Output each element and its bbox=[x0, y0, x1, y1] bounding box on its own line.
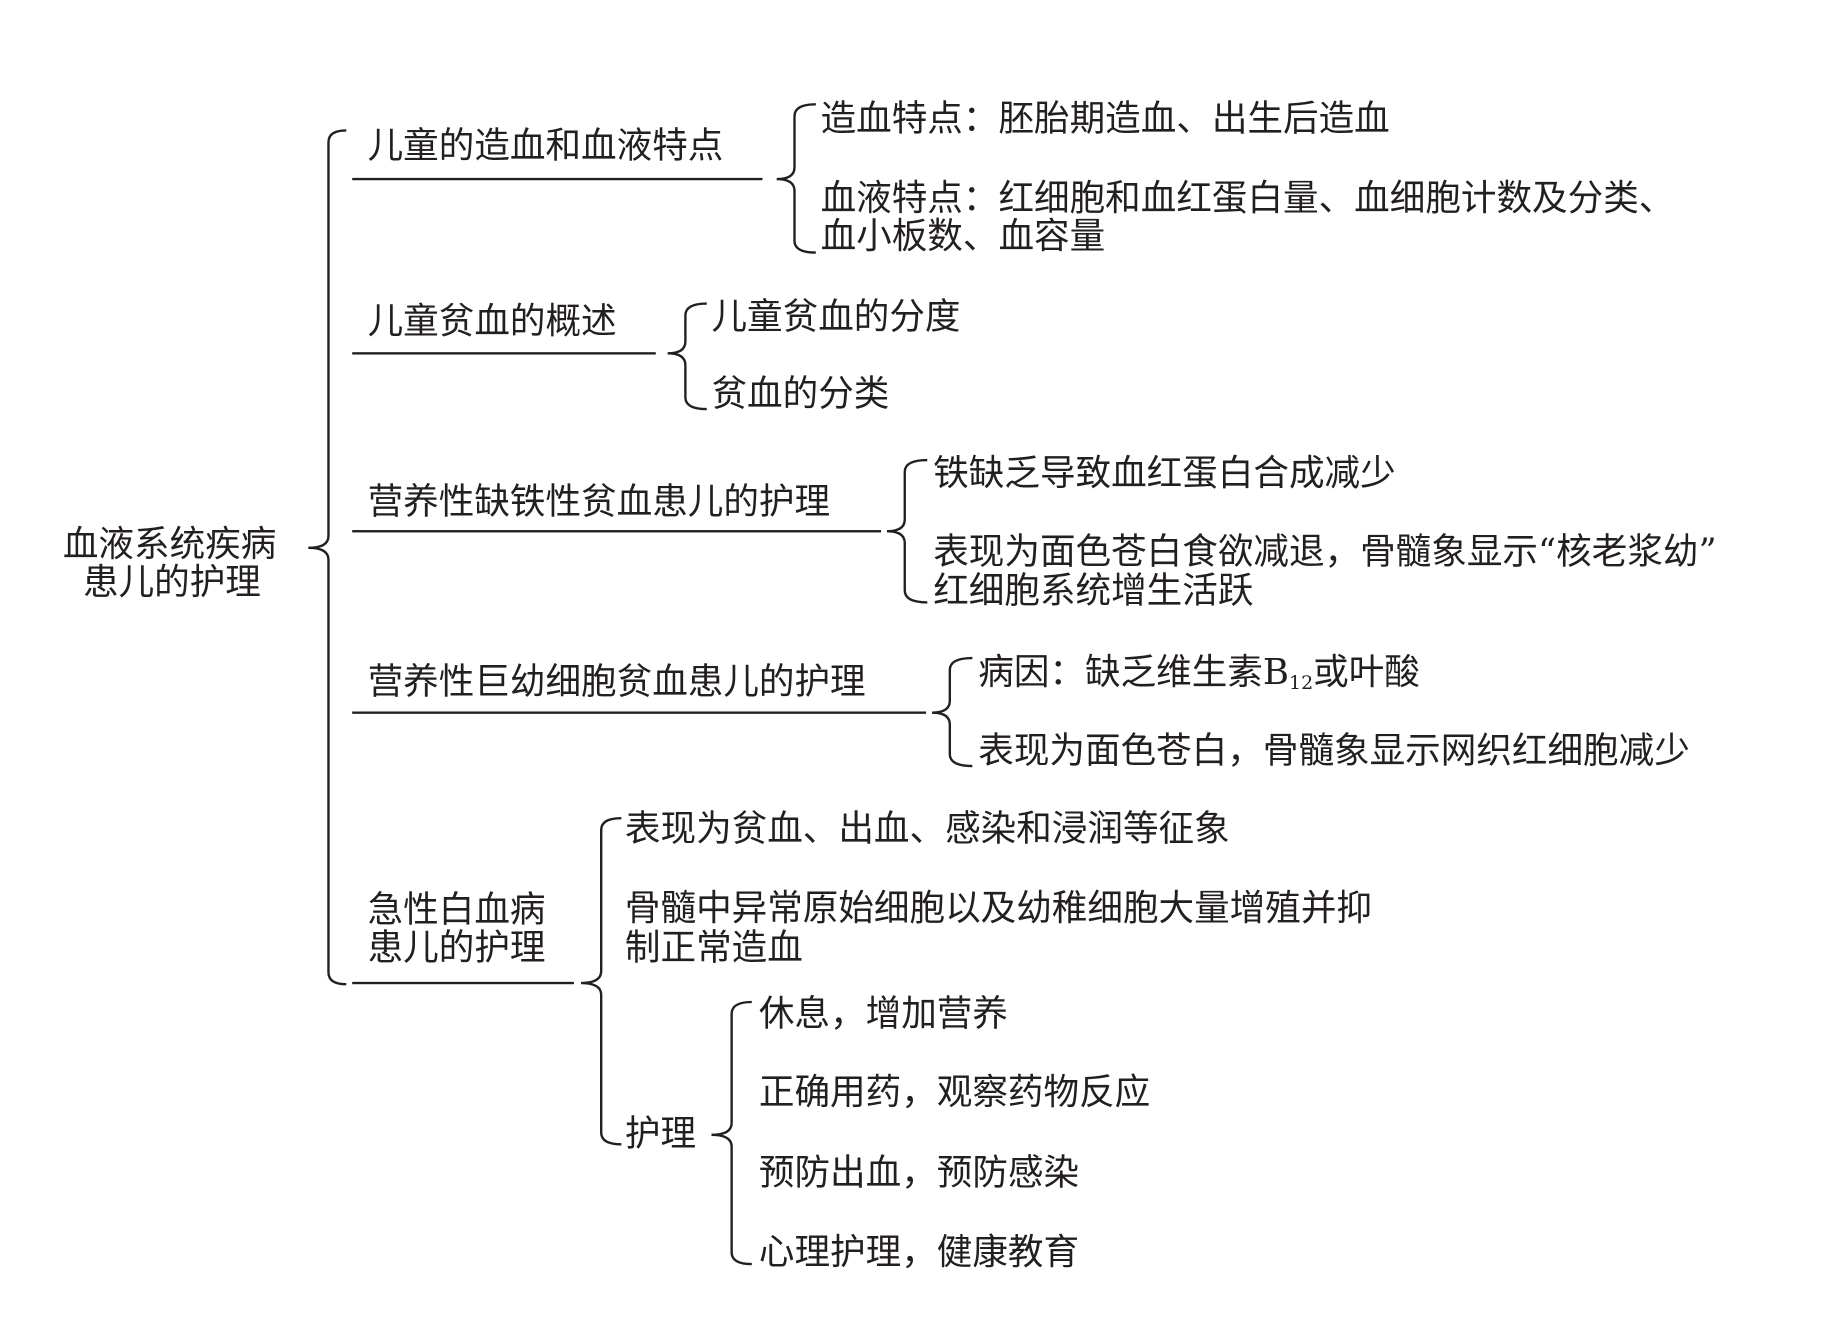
root-title-line2: 患儿的护理 bbox=[83, 562, 261, 604]
branch-1-item: 血液特点：红细胞和血红蛋白量、血细胞计数及分类、 bbox=[820, 177, 1675, 220]
branch-3-brace bbox=[886, 458, 928, 604]
care-label: 护理 bbox=[624, 1113, 697, 1155]
branch-5-underline bbox=[352, 981, 574, 985]
branch-1-label: 儿童的造血和血液特点 bbox=[367, 125, 724, 168]
care-item: 休息，增加营养 bbox=[758, 993, 1008, 1036]
branch-5-item: 制正常造血 bbox=[624, 927, 803, 969]
branch-3-item: 红细胞系统增生活跃 bbox=[933, 570, 1254, 612]
branch-1-brace bbox=[776, 103, 816, 254]
care-item: 预防出血，预防感染 bbox=[758, 1152, 1080, 1195]
branch-4-item-cause: 病因：缺乏维生素B12或叶酸 bbox=[978, 652, 1420, 694]
branch-3-label: 营养性缺铁性贫血患儿的护理 bbox=[367, 481, 831, 523]
branch-1-item: 造血特点：胚胎期造血、出生后造血 bbox=[820, 98, 1390, 140]
branch-3-item: 表现为面色苍白食欲减退，骨髓象显示“核老浆幼” bbox=[933, 531, 1717, 573]
branch-2-label: 儿童贫血的概述 bbox=[367, 301, 617, 343]
cause-text: 病因：缺乏维生素B bbox=[978, 652, 1290, 694]
branch-4-brace bbox=[932, 656, 973, 768]
branch-5-item: 骨髓中异常原始细胞以及幼稚细胞大量增殖并抑 bbox=[624, 888, 1372, 930]
branch-2-brace bbox=[667, 302, 707, 411]
care-item: 心理护理，健康教育 bbox=[758, 1232, 1080, 1274]
branch-3-item: 铁缺乏导致血红蛋白合成减少 bbox=[933, 452, 1396, 495]
branch-4-underline bbox=[352, 711, 927, 714]
branch-4-item: 表现为面色苍白，骨髓象显示网织红细胞减少 bbox=[978, 730, 1690, 772]
care-item: 正确用药，观察药物反应 bbox=[758, 1071, 1151, 1114]
branch-4-label: 营养性巨幼细胞贫血患儿的护理 bbox=[367, 661, 866, 704]
branch-5-label-line1: 急性白血病 bbox=[367, 889, 546, 931]
root-brace bbox=[308, 129, 347, 986]
branch-5-brace bbox=[581, 817, 622, 1146]
branch-3-underline bbox=[352, 530, 882, 533]
vitamin-subscript: 12 bbox=[1289, 671, 1314, 694]
branch-5-label-line2: 患儿的护理 bbox=[367, 927, 546, 969]
root-title-line1: 血液系统疾病 bbox=[62, 524, 277, 566]
branch-5-item: 表现为贫血、出血、感染和浸润等征象 bbox=[624, 808, 1230, 851]
branch-1-item: 血小板数、血容量 bbox=[820, 215, 1106, 258]
branch-2-item: 贫血的分类 bbox=[711, 373, 890, 416]
branch-2-underline bbox=[352, 352, 656, 355]
branch-1-underline bbox=[352, 177, 763, 181]
cause-text-end: 或叶酸 bbox=[1313, 652, 1420, 694]
care-brace bbox=[711, 1000, 752, 1266]
branch-2-item: 儿童贫血的分度 bbox=[711, 296, 961, 338]
